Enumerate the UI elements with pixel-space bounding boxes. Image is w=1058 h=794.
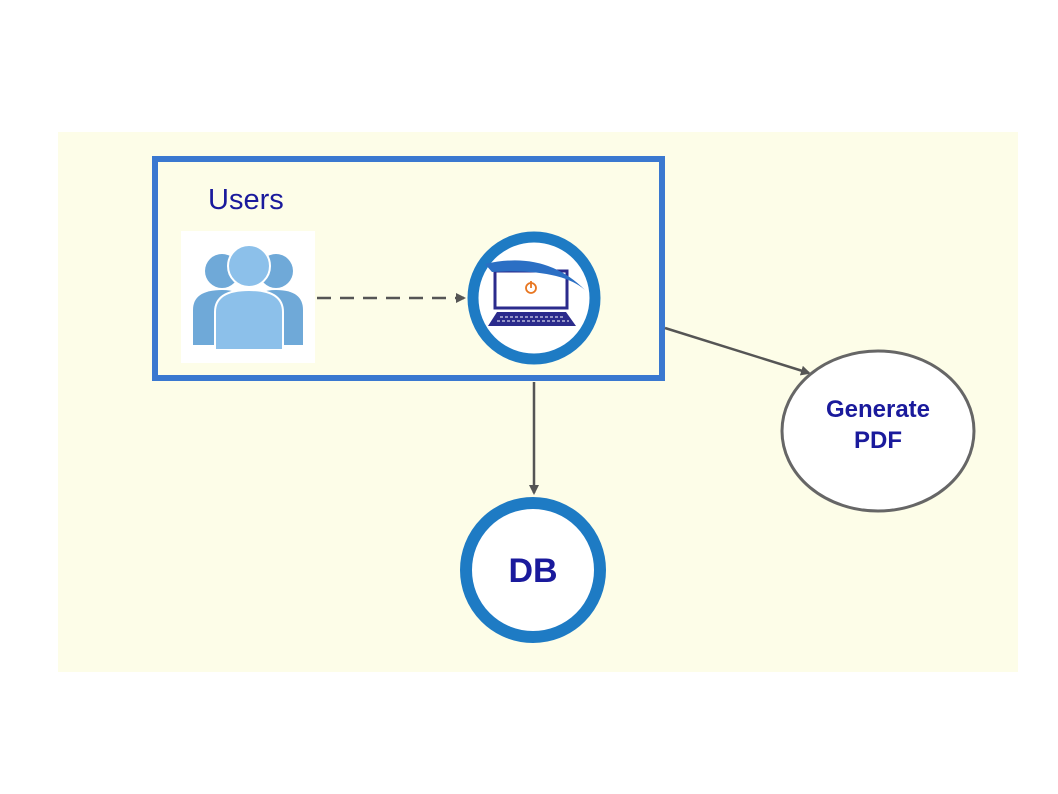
users-group-icon — [181, 231, 315, 363]
generate-pdf-label-line2: PDF — [854, 427, 902, 454]
db-node — [460, 497, 606, 643]
generate-pdf-label: Generate PDF — [786, 394, 970, 456]
generate-pdf-node — [780, 349, 976, 513]
app-to-pdf-arrow — [664, 326, 811, 376]
users-frame — [152, 156, 665, 381]
users-title: Users — [208, 184, 284, 216]
db-label: DB — [508, 552, 558, 590]
app-node — [467, 231, 601, 365]
generate-pdf-label-line1: Generate — [825, 396, 931, 423]
computer-power-icon — [485, 260, 585, 326]
